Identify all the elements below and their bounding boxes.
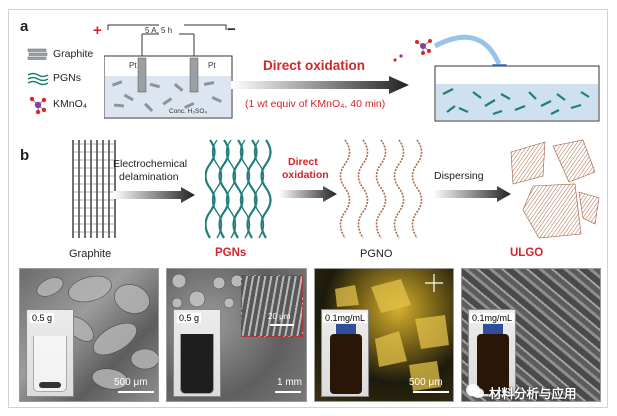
process-arrow-b1 [113, 187, 195, 203]
material-ulgo: ULGO [510, 247, 544, 259]
electrochemical-cell [104, 24, 233, 119]
legend: Graphite PGNs KMnO₄ [27, 42, 117, 122]
direct-oxidation-title: Direct oxidation [263, 58, 366, 73]
process-arrow-b3 [433, 186, 511, 202]
step1-line2: delamination [119, 171, 179, 183]
direct-oxidation-subtitle: (1 wt equiv of KMnO₄, 40 min) [245, 98, 386, 110]
step2-line1: Direct [288, 156, 318, 168]
process-arrow-b2 [279, 186, 337, 202]
plus-sign: + [93, 22, 102, 39]
sem-image-pgns: 20 μm 0.5 g 1 mm [166, 268, 307, 402]
vial-photo-graphite [26, 309, 74, 397]
minus-sign: − [227, 21, 236, 38]
legend-label-kmno4: KMnO₄ [53, 98, 88, 110]
sem-image-graphite: 0.5 g 500 μm [19, 268, 159, 402]
scale-bar-graphite [118, 391, 154, 393]
panel-a-letter: a [20, 18, 29, 35]
pgno-illustration [339, 139, 423, 239]
graphite-stack-illustration [72, 140, 116, 238]
oxidation-beaker [393, 34, 600, 122]
scale-bar-pgno [413, 391, 449, 393]
inset-scale-label-pgns: 20 μm [268, 312, 291, 321]
pom-image-pgno: 0.1mg/mL 500 μm [314, 268, 454, 402]
material-pgns: PGNs [215, 247, 247, 259]
step1-line1: Electrochemical [113, 158, 188, 170]
scale-bar-pgns [275, 391, 301, 393]
electrode-left-label: Pt [129, 61, 137, 70]
badge-pgns: 0.5 g [177, 313, 202, 323]
scale-label-graphite: 500 μm [114, 377, 148, 388]
scale-label-pgno: 500 μm [409, 377, 443, 388]
legend-label-graphite: Graphite [53, 48, 94, 60]
badge-ulgo: 0.1mg/mL [470, 313, 515, 323]
pgns-icon [27, 72, 49, 86]
material-pgno: PGNO [360, 248, 393, 260]
graphite-icon [27, 48, 48, 60]
figure-frame: a Graphite PGNs KMnO₄ + − [8, 9, 608, 408]
step3-line1: Dispersing [434, 170, 484, 182]
material-graphite: Graphite [69, 248, 112, 260]
watermark: 材料分析与应用 [461, 380, 603, 402]
vial-photo-pgns [173, 309, 221, 397]
legend-label-pgns: PGNs [53, 72, 82, 84]
electrode-right-label: Pt [208, 61, 216, 70]
process-arrow-a [231, 76, 409, 94]
power-label: 5 A, 5 h [145, 26, 173, 35]
badge-graphite: 0.5 g [30, 313, 55, 323]
acid-label: Conc. H₂SO₄ [169, 108, 208, 115]
vial-photo-pgno [321, 309, 369, 397]
step2-line2: oxidation [282, 169, 329, 181]
wechat-icon [466, 384, 484, 398]
sem-image-ulgo: 0.1mg/mL [461, 268, 601, 402]
watermark-text: 材料分析与应用 [489, 387, 577, 401]
scale-label-pgns: 1 mm [277, 377, 302, 388]
inset-sem-pgns: 20 μm [241, 275, 303, 337]
pgns-illustration [205, 139, 272, 239]
panel-b-letter: b [20, 147, 30, 164]
kmno4-icon [29, 96, 47, 114]
vial-photo-ulgo [468, 309, 516, 397]
badge-pgno: 0.1mg/mL [323, 313, 368, 323]
ulgo-illustration [510, 139, 600, 239]
